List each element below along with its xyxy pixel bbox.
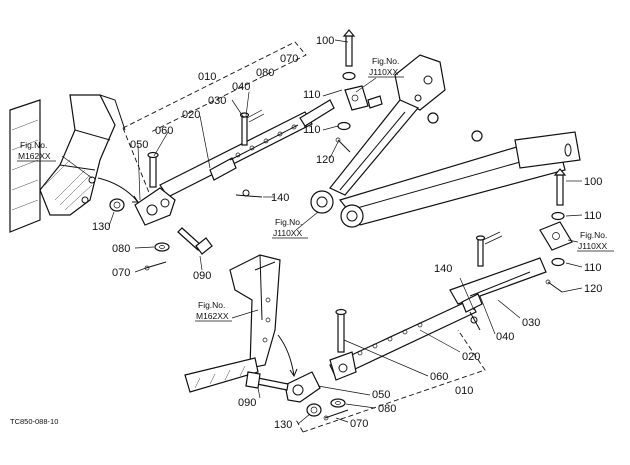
label-040-lower: 040: [496, 331, 514, 343]
nut-130-lower: [306, 403, 322, 417]
nut-130-upper: [109, 198, 125, 212]
label-100-lower: 100: [584, 176, 602, 188]
label-110-upper-b: 110: [303, 124, 321, 136]
bolt-090-upper: [177, 227, 213, 255]
washer-110-upper-a: [342, 71, 356, 81]
fig-ref-j110-middle: Fig.No. J110XX: [272, 217, 308, 239]
bolt-090-lower: [245, 371, 289, 391]
label-090-upper: 090: [193, 270, 211, 282]
label-070-upper-b: 070: [112, 267, 130, 279]
upper-link-arm: [134, 99, 335, 226]
hitch-frame: [310, 54, 581, 228]
svg-text:M162XX: M162XX: [196, 311, 229, 321]
fig-ref-j110-lower: Fig.No. J110XX: [577, 230, 614, 252]
pin-120-lower: [545, 279, 563, 293]
label-050-upper: 050: [130, 139, 148, 151]
pin-060-upper: [147, 151, 159, 188]
label-020-lower: 020: [462, 351, 480, 363]
bracket-upper-right: [344, 85, 383, 111]
label-030-lower: 030: [522, 317, 540, 329]
washer-080-upper: [154, 242, 170, 252]
label-080-lower: 080: [378, 403, 396, 415]
pin-070-upper: [144, 261, 167, 271]
svg-text:J110XX: J110XX: [369, 67, 398, 77]
label-010-lower: 010: [455, 385, 473, 397]
label-110-lower-a: 110: [584, 210, 602, 222]
upper-assembly-boundary: [122, 41, 307, 201]
diagram-caption: TC850-088-10: [10, 417, 58, 426]
lower-assembly-boundary: [294, 329, 486, 433]
fig-ref-j110-upper: Fig.No. J110XX: [368, 56, 404, 78]
label-110-upper-a: 110: [303, 89, 321, 101]
pin-070-lower: [323, 409, 349, 421]
washer-110-upper-b: [337, 121, 351, 131]
svg-text:J110XX: J110XX: [578, 241, 607, 251]
lock-pin-140-lower: [469, 311, 481, 331]
label-080-upper-b: 080: [112, 243, 130, 255]
fig-ref-m162-upper: Fig.No. M162XX: [17, 140, 56, 162]
svg-text:Fig.No.: Fig.No.: [580, 230, 607, 240]
label-060-lower: 060: [430, 371, 448, 383]
label-050-lower: 050: [372, 389, 390, 401]
pin-100-upper: [342, 29, 356, 67]
label-020-upper: 020: [182, 109, 200, 121]
label-120-lower: 120: [584, 283, 602, 295]
label-140-upper: 140: [271, 192, 289, 204]
label-080-upper: 080: [256, 67, 274, 79]
pin-120-upper: [335, 137, 351, 153]
svg-text:Fig.No.: Fig.No.: [372, 56, 399, 66]
svg-text:M162XX: M162XX: [18, 151, 51, 161]
svg-text:Fig.No.: Fig.No.: [275, 217, 302, 227]
label-030-upper: 030: [208, 95, 226, 107]
label-130-upper: 130: [92, 221, 110, 233]
label-140-lower: 140: [434, 263, 452, 275]
label-130-lower: 130: [274, 419, 292, 431]
washer-110-lower-a: [551, 211, 565, 221]
pin-100-lower: [553, 168, 567, 206]
svg-text:Fig.No.: Fig.No.: [198, 300, 225, 310]
lock-pin-140-upper: [235, 189, 263, 198]
label-070-lower: 070: [350, 418, 368, 430]
label-070-upper: 070: [280, 53, 298, 65]
part-labels: 100 070 080 010 040 030 020 060 050 110 …: [92, 35, 602, 431]
svg-text:J110XX: J110XX: [273, 228, 302, 238]
lower-link-arm: [284, 257, 547, 403]
label-100-upper: 100: [316, 35, 334, 47]
label-040-upper: 040: [232, 81, 250, 93]
label-120-upper: 120: [316, 154, 334, 166]
label-060-upper: 060: [155, 125, 173, 137]
tractor-frame-upper: [9, 94, 139, 233]
label-110-lower-b: 110: [584, 262, 602, 274]
tractor-frame-lower: [184, 254, 298, 393]
bracket-lower-right: [539, 221, 573, 251]
pin-040-lower: [475, 231, 503, 267]
pin-060-lower: [335, 308, 347, 353]
svg-text:Fig.No.: Fig.No.: [20, 140, 47, 150]
fig-ref-m162-lower: Fig.No. M162XX: [195, 300, 232, 322]
washer-110-lower-b: [551, 257, 565, 267]
washer-080-lower: [330, 398, 346, 408]
leader-lines: [61, 39, 583, 425]
label-090-lower: 090: [238, 397, 256, 409]
label-010-upper: 010: [198, 71, 216, 83]
